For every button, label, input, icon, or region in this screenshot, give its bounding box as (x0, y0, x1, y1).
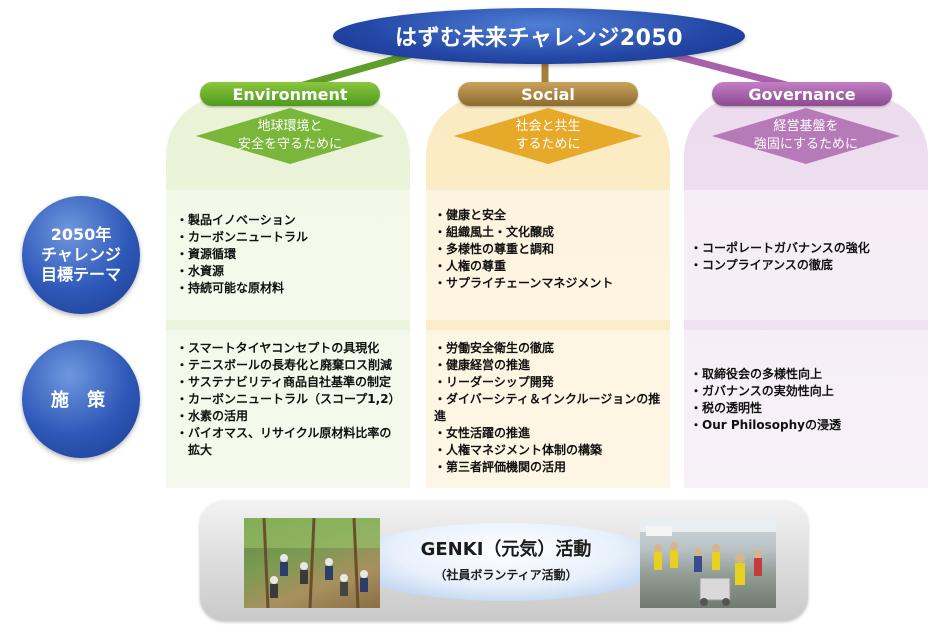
goal-label-line1: 2050年 (50, 225, 112, 244)
governance-theme-line1: 経営基盤を (773, 119, 839, 134)
genki-title: GENKI（元気）活動 (420, 539, 592, 560)
social-header: Social (458, 82, 638, 106)
environment-theme-line2: 安全を守るために (237, 137, 342, 152)
list-item: コーポレートガバナンスの強化 (690, 240, 922, 257)
list-item: バイオマス、リサイクル原材料比率の (176, 425, 408, 442)
measures-circle: 施 策 (22, 340, 140, 458)
connector-governance (656, 48, 794, 90)
environment-measures-list: スマートタイヤコンセプトの具現化 テニスボールの長寿化と廃棄ロス削減 サステナビ… (176, 340, 408, 459)
list-item: 取締役会の多様性向上 (690, 366, 922, 383)
goal-label-line3: 目標テーマ (40, 265, 121, 284)
list-item: 資源循環 (176, 246, 402, 263)
list-item: サプライチェーンマネジメント (434, 275, 664, 292)
list-item: 多様性の尊重と調和 (434, 241, 664, 258)
list-item: 製品イノベーション (176, 212, 402, 229)
list-item: 税の透明性 (690, 400, 922, 417)
list-item: 人権の尊重 (434, 258, 664, 275)
social-goals-list: 健康と安全 組織風土・文化醸成 多様性の尊重と調和 人権の尊重 サプライチェーン… (434, 207, 664, 292)
list-item: テニスボールの長寿化と廃棄ロス削減 (176, 357, 408, 374)
list-item: カーボンニュートラル（スコープ1,2） (176, 391, 408, 408)
forest-photo-art (244, 518, 380, 608)
social-theme-line2: するために (515, 137, 581, 152)
governance-measures-list: 取締役会の多様性向上 ガバナンスの実効性向上 税の透明性 Our Philoso… (690, 366, 922, 434)
list-item: ダイバーシティ＆インクルージョンの推進 (434, 391, 670, 425)
volunteer-event-photo (640, 518, 776, 608)
event-photo-art (640, 518, 776, 606)
list-item: Our Philosophyの浸透 (690, 417, 922, 434)
social-measures-list: 労働安全衛生の徹底 健康経営の推進 リーダーシップ開発 ダイバーシティ＆インクル… (434, 340, 670, 476)
genki-subtitle: （社員ボランティア活動） (434, 568, 578, 582)
list-item: 持続可能な原材料 (176, 280, 402, 297)
list-item: 健康と安全 (434, 207, 664, 224)
list-item: 女性活躍の推進 (434, 425, 670, 442)
list-item: サステナビリティ商品自社基準の制定 (176, 374, 408, 391)
list-item: 労働安全衛生の徹底 (434, 340, 670, 357)
environment-header: Environment (200, 82, 380, 106)
goal-label-line2: チャレンジ (41, 245, 121, 264)
governance-theme-line2: 強固にするために (753, 137, 859, 152)
genki-ellipse (346, 523, 666, 601)
list-item: ガバナンスの実効性向上 (690, 383, 922, 400)
list-item: 人権マネジメント体制の構築 (434, 442, 670, 459)
list-item: コンプライアンスの徹底 (690, 257, 922, 274)
list-item: カーボンニュートラル (176, 229, 402, 246)
environment-goals-list: 製品イノベーション カーボンニュートラル 資源循環 水資源 持続可能な原材料 (176, 212, 402, 297)
list-item: 拡大 (188, 443, 213, 457)
list-item: 第三者評価機関の活用 (434, 459, 670, 476)
governance-header: Governance (712, 82, 892, 106)
list-item: 水資源 (176, 263, 402, 280)
environment-theme-line1: 地球環境と (257, 119, 323, 134)
list-item: 組織風土・文化醸成 (434, 224, 664, 241)
volunteer-forest-photo (244, 518, 380, 608)
goal-theme-circle: 2050年 チャレンジ 目標テーマ (22, 196, 140, 314)
list-item: リーダーシップ開発 (434, 374, 670, 391)
list-item: 水素の活用 (176, 408, 408, 425)
list-item: スマートタイヤコンセプトの具現化 (176, 340, 408, 357)
measures-label: 施 策 (50, 390, 112, 411)
connector-environment (296, 48, 424, 90)
governance-goals-list: コーポレートガバナンスの強化 コンプライアンスの徹底 (690, 240, 922, 274)
social-theme-line1: 社会と共生 (515, 119, 581, 134)
list-item: 健康経営の推進 (434, 357, 670, 374)
diagram-title: はずむ未来チャレンジ2050 (394, 26, 683, 51)
title-ellipse: はずむ未来チャレンジ2050 (333, 8, 745, 64)
